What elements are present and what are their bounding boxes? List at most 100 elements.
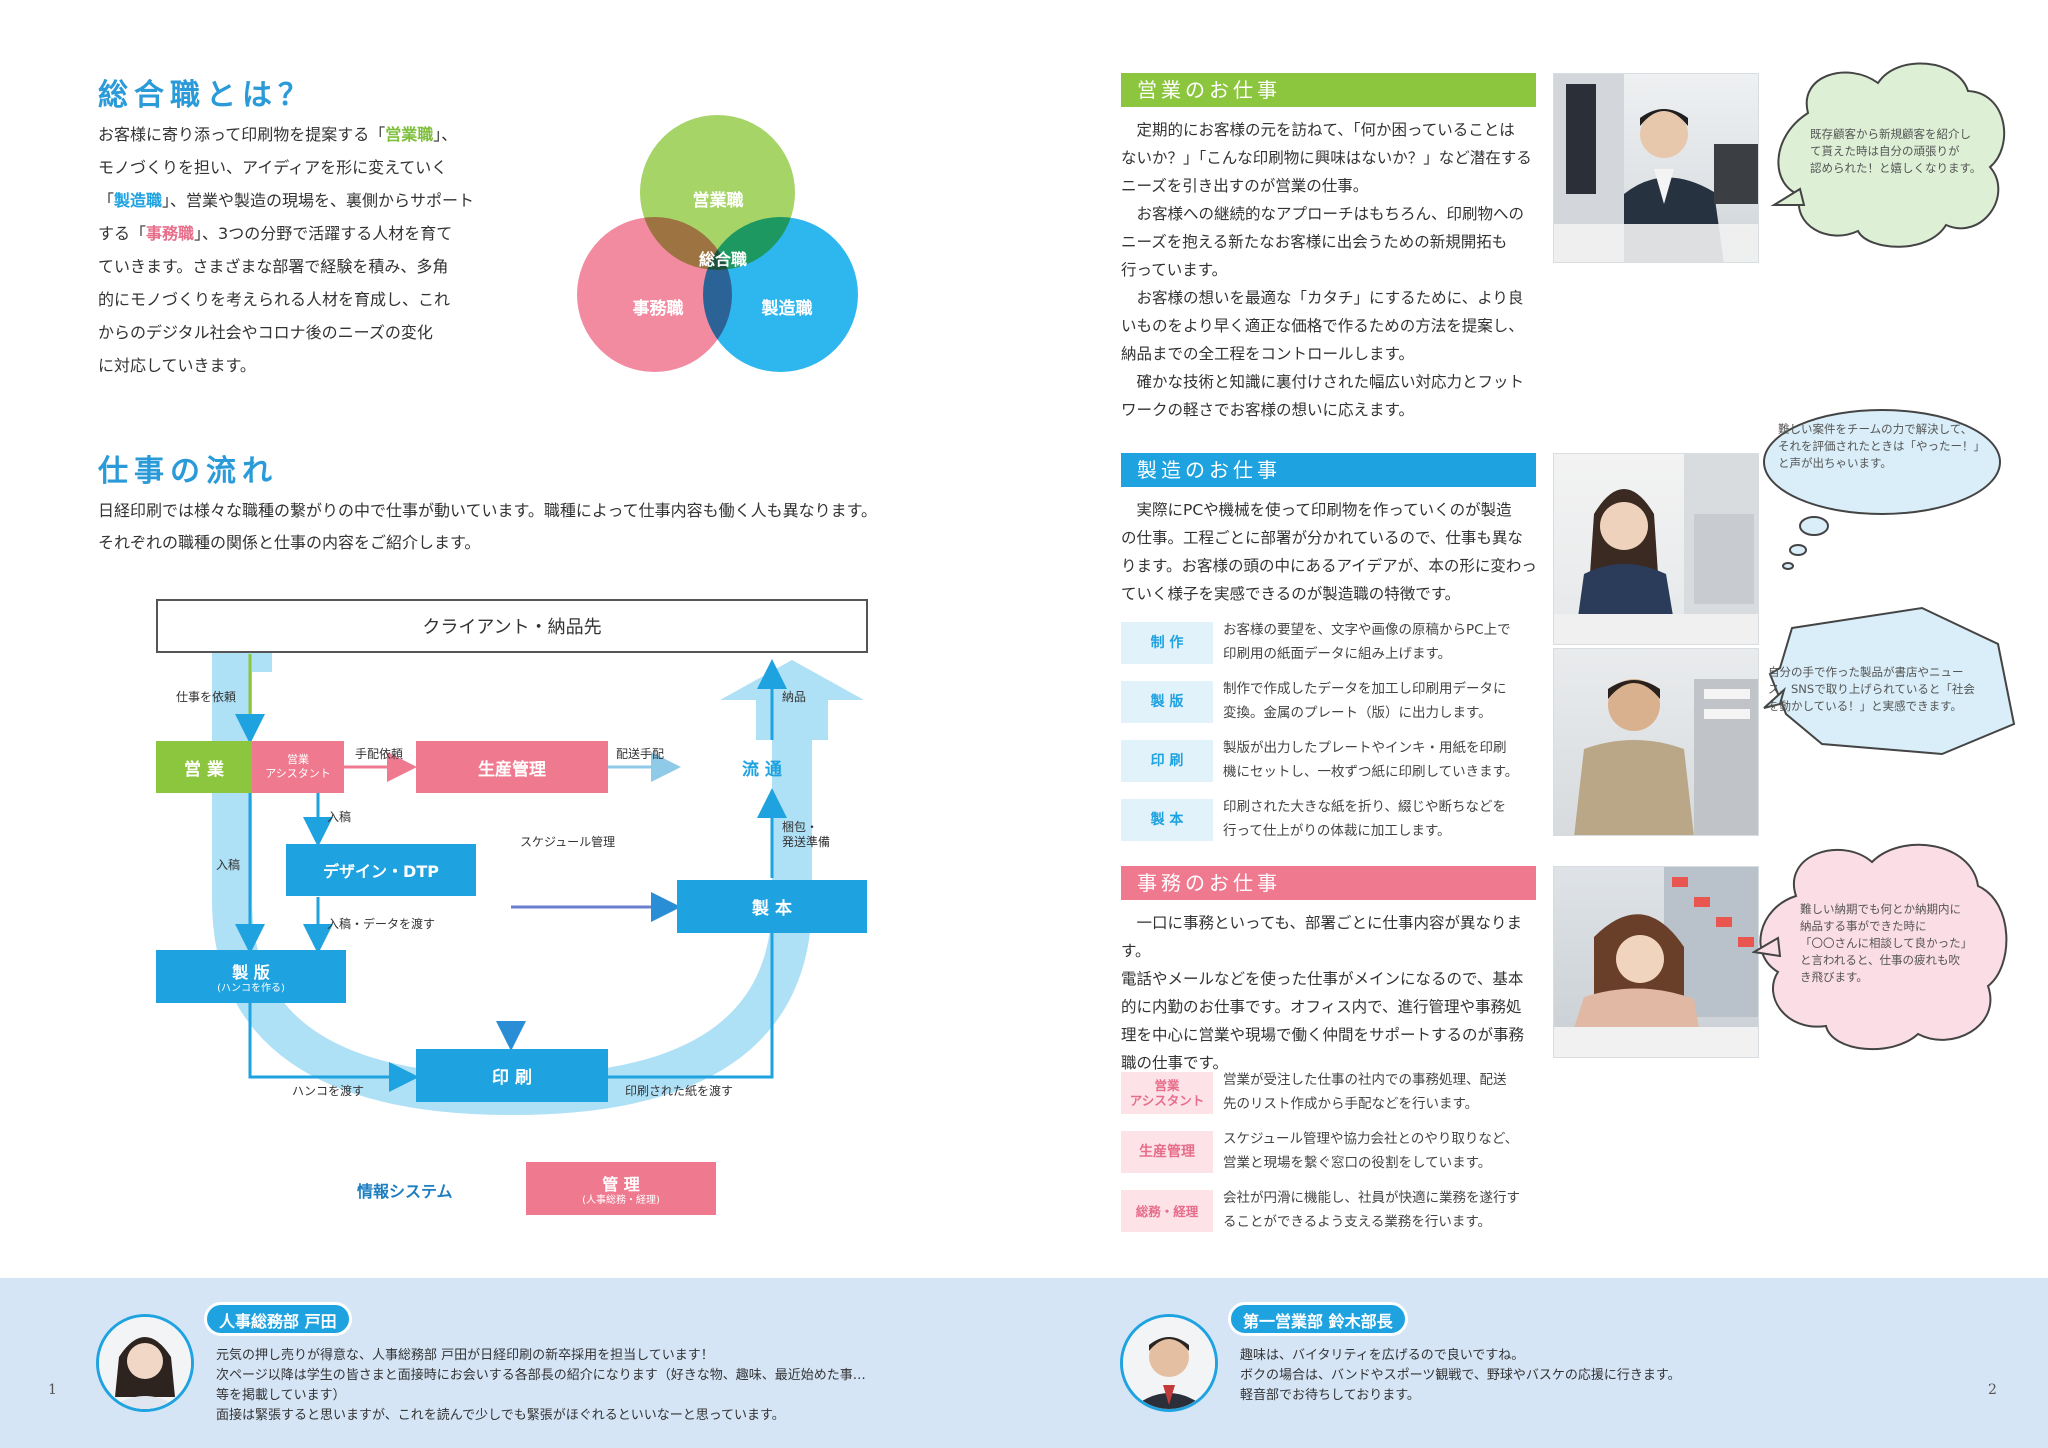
manufacturing-man-illustration	[1574, 679, 1758, 835]
venn-circle-manufacturing	[703, 217, 858, 372]
flow-label-info-system: 情報システム	[357, 1182, 453, 1201]
body-line: 納品までの全工程をコントロールします。	[1121, 345, 1414, 363]
intro-paragraph: お客様に寄り添って印刷物を提案する「営業職」、モノづくりを担い、アイディアを形に…	[98, 118, 478, 382]
footer-text-right: 趣味は、バイタリティを広げるので良いですね。ボクの場合は、バンドやスポーツ観戦で…	[1240, 1346, 1940, 1406]
venn-label-manufacturing: 製造職	[761, 299, 813, 319]
process-tag: 生産管理	[1121, 1131, 1213, 1173]
avatar-suzuki	[1120, 1314, 1218, 1412]
manufacturing-bubble2-text: 自分の手で作った製品が書店やニュース、SNSで取り上げられていると「社会を動かし…	[1768, 664, 1998, 715]
bubble-line: 難しい案件をチームの力で解決して、	[1778, 422, 1973, 436]
body-line: お客様の想いを最適な「カタチ」にするために、より良	[1121, 289, 1524, 307]
intro-highlight: 製造職	[114, 191, 163, 210]
intro-text: 的にモノづくりを考えられる人材を育成し、これ	[98, 290, 451, 309]
process-tag: 印 刷	[1121, 740, 1213, 782]
section-title-sogoshoku: 総合職とは？	[96, 78, 314, 114]
intro-text: に対応していきます。	[98, 356, 256, 375]
process-description: 製版が出力したプレートやインキ・用紙を印刷機にセットし、一枚ずつ紙に印刷していき…	[1223, 736, 1541, 784]
body-line: 理を中心に営業や現場で働く仲間をサポートするのが事務	[1121, 1026, 1525, 1044]
process-description-line: 製版が出力したプレートやインキ・用紙を印刷	[1223, 740, 1507, 756]
intro-highlight: 事務職	[146, 224, 195, 243]
footer-line: 面接は緊張すると思いますが、これを読んで少しでも緊張がほぐれるといいなーと思って…	[216, 1408, 785, 1423]
venn-label-sales: 営業職	[692, 191, 744, 211]
speech-bubble-manufacturing-1	[1763, 409, 2001, 570]
process-description: 印刷された大きな紙を折り、綴じや断ちなどを行って仕上がりの体裁に加工します。	[1223, 795, 1541, 843]
process-description: 会社が円滑に機能し、社員が快適に業務を遂行することができるよう支える業務を行いま…	[1223, 1186, 1541, 1234]
process-description-line: 行って仕上がりの体裁に加工します。	[1223, 823, 1451, 839]
intro-line: する「事務職」、3つの分野で活躍する人材を育て	[98, 217, 478, 250]
intro-line: 「製造職」、営業や製造の現場を、裏側からサポート	[98, 184, 478, 217]
bubble-line: 納品する事ができた時に	[1800, 919, 1927, 933]
flow-label-request: 仕事を依頼	[176, 690, 237, 704]
body-line: 的に内勤のお仕事です。オフィス内で、進行管理や事務処	[1121, 998, 1522, 1016]
workflow-diagram: クライアント・納品先 営 業 営業 アシスタント 生産管理 流 通 デザイン・D…	[0, 0, 1000, 1250]
body-line: 行っています。	[1121, 261, 1228, 279]
sales-bubble-text: 既存顧客から新規顧客を紹介して貰えた時は自分の頑張りが認められた！と嬉しくなりま…	[1810, 126, 2000, 177]
flow-label-pass-data: 入稿・データを渡す	[327, 917, 436, 931]
process-description-line: 会社が円滑に機能し、社員が快適に業務を遂行す	[1223, 1190, 1520, 1206]
bubble-line: と声が出ちゃいます。	[1778, 456, 1892, 470]
speech-bubble-sales	[1770, 62, 2006, 248]
avatar-toda	[96, 1314, 194, 1412]
body-line: ていく様子を実感できるのが製造職の特徴です。	[1121, 585, 1461, 603]
bubble-line: と言われると、仕事の疲れも吹	[1800, 953, 1960, 967]
intro-line: 的にモノづくりを考えられる人材を育成し、これ	[98, 283, 478, 316]
bubble-line: を動かしている！」と実感できます。	[1768, 699, 1963, 713]
footer-line: ボクの場合は、バンドやスポーツ観戦で、野球やバスケの応援に行きます。	[1240, 1368, 1681, 1383]
process-tag: 製 版	[1121, 681, 1213, 723]
intro-text: 「	[98, 191, 115, 210]
office-bubble-text: 難しい納期でも何とか納期内に納品する事ができた時に「〇〇さんに相談して良かった」…	[1800, 901, 1990, 986]
process-tag: 営業 アシスタント	[1121, 1072, 1213, 1114]
flow-label-pass-paper: 印刷された紙を渡す	[625, 1084, 734, 1098]
bubble-line: き飛びます。	[1800, 970, 1868, 984]
flow-label-delivery: 納品	[782, 690, 807, 704]
process-description-line: 変換。金属のプレート（版）に出力します。	[1223, 705, 1492, 721]
intro-line: ていきます。さまざまな部署で経験を積み、多角	[98, 250, 478, 283]
body-line: 確かな技術と知識に裏付けされた幅広い対応力とフット	[1121, 373, 1525, 391]
process-description-line: お客様の要望を、文字や画像の原稿からPC上で	[1223, 622, 1511, 638]
flow-label-distribution: 流 通	[742, 760, 782, 780]
manufacturing-body: 実際にPCや機械を使って印刷物を作っていくのが製造の仕事。工程ごとに部署が分かれ…	[1121, 496, 1541, 608]
flow-box-production-mgmt: 生産管理	[416, 741, 608, 793]
flow-label-packing: 梱包・ 発送準備	[782, 820, 831, 849]
body-line: 定期的にお客様の元を訪ねて、「何か困っていることは	[1121, 121, 1515, 139]
process-description-line: ることができるよう支える業務を行います。	[1223, 1214, 1491, 1230]
body-line: ないか？」「こんな印刷物に興味はないか？」など潜在する	[1121, 149, 1532, 167]
photo-sales	[1553, 73, 1759, 263]
photo-manufacturing-man	[1553, 648, 1759, 836]
footer-line: 元気の押し売りが得意な、人事総務部 戸田が日経印刷の新卒採用を担当しています！	[216, 1348, 714, 1363]
body-line: 職の仕事です。	[1121, 1054, 1228, 1072]
process-description-line: 制作で作成したデータを加工し印刷用データに	[1223, 681, 1507, 697]
body-line: 電話やメールなどを使った仕事がメインになるので、基本	[1121, 970, 1524, 988]
office-woman-illustration	[1554, 867, 1758, 1057]
sales-body: 定期的にお客様の元を訪ねて、「何か困っていることはないか？」「こんな印刷物に興味…	[1121, 116, 1541, 424]
process-description-line: 印刷用の紙面データに組み上げます。	[1223, 646, 1452, 662]
process-description-line: 営業と現場を繋ぐ窓口の役割をしています。	[1223, 1155, 1492, 1171]
office-body: 一口に事務といっても、部署ごとに仕事内容が異なります。電話やメールなどを使った仕…	[1121, 909, 1541, 1077]
flow-box-design: デザイン・DTP	[286, 844, 476, 896]
flow-box-sales-assistant: 営業 アシスタント	[252, 741, 344, 793]
body-line: ニーズを抱える新たなお客様に出会うための新規開拓も	[1121, 233, 1508, 251]
process-description: 営業が受注した仕事の社内での事務処理、配送先のリスト作成から手配などを行います。	[1223, 1068, 1541, 1116]
intro-text: お客様に寄り添って印刷物を提案する「	[98, 125, 386, 144]
avatar-suzuki-illustration	[1123, 1317, 1215, 1409]
venn-diagram: 営業職 事務職 製造職 総合職	[570, 110, 870, 390]
process-description-line: スケジュール管理や協力会社とのやり取りなど、	[1223, 1131, 1519, 1147]
page-number-right: 2	[1988, 1382, 1997, 1398]
heading-office: 事務のお仕事	[1121, 866, 1536, 900]
flow-label-arrange: 手配依頼	[355, 747, 404, 761]
flow-label-manuscript-design: 入稿	[327, 810, 352, 824]
venn-label-general: 総合職	[698, 250, 747, 269]
footer-line: 等を掲載しています）	[216, 1388, 346, 1403]
intro-line: に対応していきます。	[98, 349, 478, 382]
bubble-line: 難しい納期でも何とか納期内に	[1800, 902, 1961, 916]
flow-box-printing: 印 刷	[416, 1049, 608, 1102]
process-description-line: 先のリスト作成から手配などを行います。	[1223, 1096, 1479, 1112]
body-line: 実際にPCや機械を使って印刷物を作っていくのが製造	[1121, 501, 1512, 519]
intro-text: からのデジタル社会やコロナ後のニーズの変化	[98, 323, 433, 342]
footer-line: 次ページ以降は学生の皆さまと面接時にお会いする各部長の紹介になります（好きな物、…	[216, 1368, 866, 1383]
process-tag: 総務・経理	[1121, 1190, 1213, 1232]
process-description-line: 営業が受注した仕事の社内での事務処理、配送	[1223, 1072, 1507, 1088]
process-description: スケジュール管理や協力会社とのやり取りなど、営業と現場を繋ぐ窓口の役割をしていま…	[1223, 1127, 1541, 1175]
footer-line: 軽音部でお待ちしております。	[1240, 1388, 1420, 1403]
body-line: ニーズを引き出すのが営業の仕事。	[1121, 177, 1369, 195]
